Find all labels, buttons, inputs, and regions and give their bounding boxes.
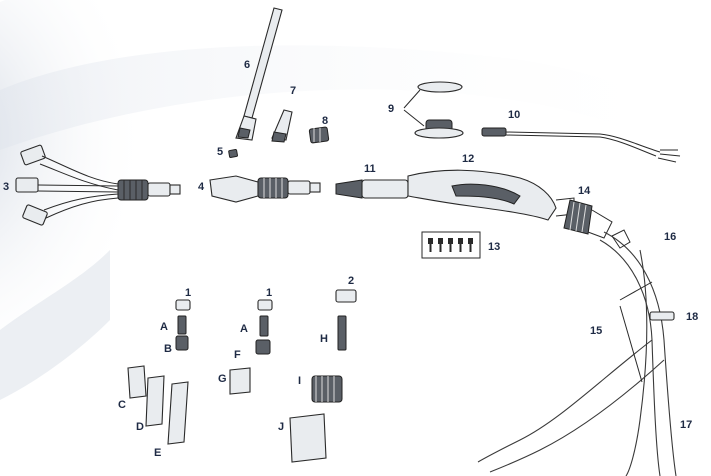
label-A-middle: A bbox=[240, 323, 248, 335]
label-14: 14 bbox=[578, 185, 591, 197]
label-17: 17 bbox=[680, 419, 692, 431]
label-F: F bbox=[234, 349, 241, 361]
label-4: 4 bbox=[198, 181, 205, 193]
label-6: 6 bbox=[244, 59, 250, 71]
part-12-handle bbox=[407, 169, 575, 221]
part-5-pin bbox=[228, 149, 238, 158]
part-11-coupling bbox=[335, 179, 409, 199]
label-2: 2 bbox=[348, 275, 354, 287]
label-D: D bbox=[136, 421, 144, 433]
label-16: 16 bbox=[664, 231, 676, 243]
kit-left bbox=[127, 299, 191, 445]
label-5: 5 bbox=[217, 146, 223, 158]
label-8: 8 bbox=[322, 115, 328, 127]
label-11: 11 bbox=[364, 163, 376, 175]
label-1-middle: 1 bbox=[266, 287, 272, 299]
kit-right bbox=[289, 289, 357, 463]
part-3-back-connector bbox=[15, 144, 181, 226]
part-8-block bbox=[308, 126, 330, 144]
label-10: 10 bbox=[508, 109, 520, 121]
hose-assembly bbox=[477, 229, 677, 476]
label-13: 13 bbox=[488, 241, 500, 253]
label-C: C bbox=[118, 399, 126, 411]
label-G: G bbox=[218, 373, 227, 385]
label-J: J bbox=[278, 421, 284, 433]
label-E: E bbox=[154, 447, 161, 459]
part-7-short-cap bbox=[271, 109, 293, 143]
label-B: B bbox=[164, 343, 172, 355]
part-9-switch bbox=[403, 81, 464, 139]
label-H: H bbox=[320, 333, 328, 345]
label-A-left: A bbox=[160, 321, 168, 333]
label-9: 9 bbox=[388, 103, 394, 115]
label-7: 7 bbox=[290, 85, 296, 97]
label-15: 15 bbox=[590, 325, 602, 337]
kit-middle bbox=[229, 299, 273, 395]
part-6-long-cap bbox=[235, 7, 283, 141]
label-18: 18 bbox=[686, 311, 698, 323]
part-labels: 1 1 2 3 4 5 6 7 8 9 10 11 12 13 14 15 16… bbox=[3, 59, 698, 459]
label-12: 12 bbox=[462, 153, 474, 165]
label-1-left: 1 bbox=[185, 287, 191, 299]
label-3: 3 bbox=[3, 181, 9, 193]
label-I: I bbox=[298, 375, 301, 387]
part-14-nut bbox=[563, 199, 613, 239]
part-10-control-lead bbox=[481, 127, 681, 163]
part-4-mid-connector bbox=[209, 175, 321, 203]
part-13-screws bbox=[421, 231, 481, 259]
